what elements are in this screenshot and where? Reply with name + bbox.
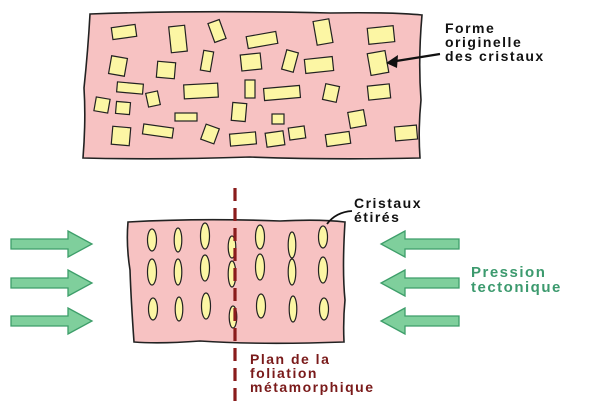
original-crystal [231,102,247,121]
original-crystal [304,57,333,74]
label-foliation-plane: Plan de la foliation métamorphique [250,352,375,394]
original-crystal [367,26,395,45]
stretched-crystal [319,226,328,248]
label-line: Plan de la [250,352,375,366]
label-line: foliation [250,366,375,380]
original-crystal [265,131,285,147]
original-crystal [367,51,389,76]
original-crystal [313,19,333,45]
original-crystal [394,125,417,141]
stretched-crystal [257,294,266,318]
stretched-crystal [174,259,182,285]
original-crystal [156,61,175,79]
label-line: Forme [445,21,545,35]
original-crystal [325,131,350,146]
original-crystal [240,53,262,71]
original-crystal [367,84,390,100]
label-line: Pression [471,265,562,280]
original-crystal [116,101,131,114]
arrow-right-icon [11,231,92,257]
arrow-left-icon [381,231,459,257]
label-line: des cristaux [445,49,545,63]
stretched-crystal [149,298,158,320]
original-crystal [272,114,284,124]
arrow-left-icon [381,308,459,334]
label-line: métamorphique [250,380,375,394]
stretched-crystal [202,293,211,319]
original-crystal [169,25,188,53]
stretched-crystal [175,297,183,321]
original-crystal [184,83,219,99]
original-crystal [117,82,144,94]
arrow-right-icon [11,270,92,296]
arrow-right-icon [11,308,92,334]
label-tectonic-pressure: Pression tectonique [471,265,562,295]
label-line: Cristaux [354,196,422,210]
original-crystal [322,84,339,103]
stretched-crystal [289,296,297,322]
stretched-crystal [174,228,182,252]
original-crystal [348,110,367,129]
stretched-crystal [148,229,157,251]
original-crystal [175,113,197,121]
stretched-crystal [148,259,157,285]
original-crystal [245,80,255,98]
original-crystal [288,126,306,140]
original-crystal [111,24,136,39]
stretched-crystal [288,259,296,285]
stretched-crystal [319,257,328,283]
stretched-crystal [256,254,265,280]
arrow-left-icon [381,270,459,296]
label-stretched-crystals: Cristaux étirés [354,196,422,224]
original-crystal [94,97,110,113]
original-rock-block [83,12,440,159]
stretched-crystal [320,298,329,320]
original-crystal [230,132,257,146]
label-line: étirés [354,210,422,224]
stretched-crystal [256,225,265,249]
original-crystal [264,85,301,100]
label-line: originelle [445,35,545,49]
stretched-crystal [201,255,210,281]
stretched-crystal [288,232,296,258]
deformed-rock-block [127,211,352,343]
original-crystal [111,126,131,146]
stretched-crystal [201,223,210,249]
original-crystal [109,56,128,77]
label-original-crystals: Forme originelle des cristaux [445,21,545,63]
original-crystal [146,91,161,107]
label-line: tectonique [471,280,562,295]
